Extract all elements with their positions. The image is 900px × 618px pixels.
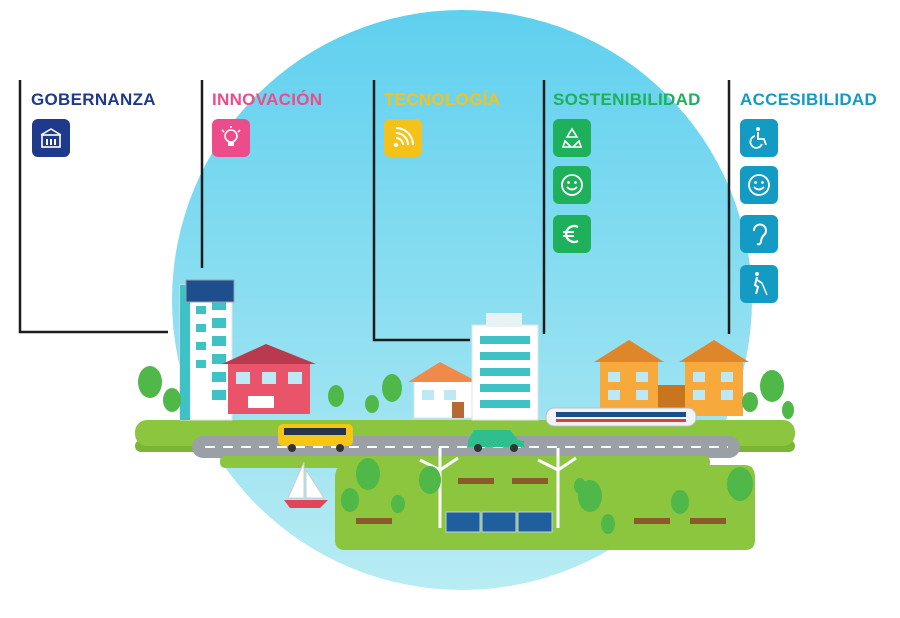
tecnologia-bracket (372, 80, 470, 342)
train (545, 407, 697, 427)
trees (138, 366, 794, 534)
blind-person-icon (740, 265, 778, 303)
lightbulb-icon (212, 119, 250, 157)
town-hall-icon (32, 119, 70, 157)
wifi-signal-icon (384, 119, 422, 157)
recycle-icon (553, 119, 591, 157)
red-house (222, 344, 316, 414)
green-car (468, 430, 524, 452)
ear-icon (740, 215, 778, 253)
park-benches (356, 478, 726, 524)
solar-roof-panel (185, 279, 235, 303)
smiley-icon (553, 166, 591, 204)
solar-panel-field (445, 511, 553, 533)
gobernanza-bracket (18, 80, 168, 334)
smiley-icon (740, 166, 778, 204)
mid-tall-building (471, 313, 539, 421)
category-label-tecnologia: TECNOLOGÍA (384, 90, 501, 109)
tall-building-left (179, 279, 235, 421)
yellow-houses (594, 340, 749, 416)
sailboat (284, 461, 328, 508)
wheelchair-icon (740, 119, 778, 157)
school-bus (278, 424, 353, 452)
category-label-innovacion: INNOVACIÓN (212, 90, 323, 109)
category-label-sostenibilidad: SOSTENIBILIDAD (553, 90, 701, 109)
category-brackets (18, 80, 731, 342)
euro-icon (553, 215, 591, 253)
category-label-gobernanza: GOBERNANZA (31, 90, 156, 109)
category-label-accesibilidad: ACCESIBILIDAD (740, 90, 878, 109)
green-strip (220, 456, 710, 468)
